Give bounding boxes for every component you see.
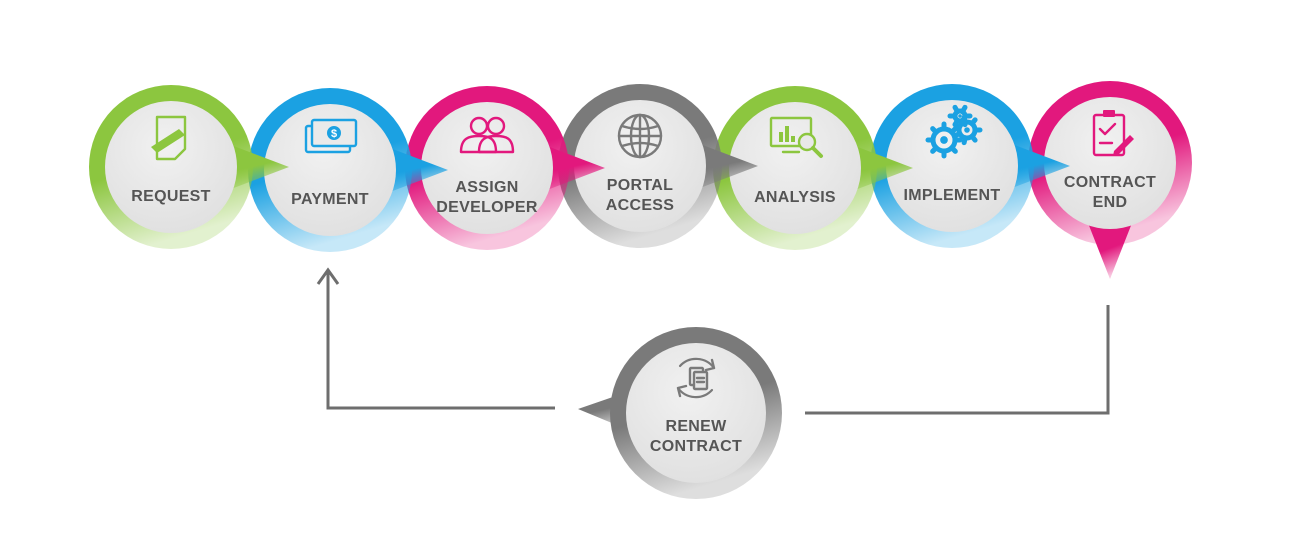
renewal-connector-lines bbox=[316, 267, 1110, 415]
step-label-line: ACCESS bbox=[606, 197, 675, 214]
step-renew: RENEW CONTRACT bbox=[578, 327, 782, 499]
step-request: REQUEST bbox=[89, 85, 289, 249]
step-label-line: PORTAL bbox=[607, 177, 673, 194]
pencil-document-icon bbox=[151, 115, 187, 161]
step-label-line: ANALYSIS bbox=[754, 189, 836, 206]
inner-disc bbox=[626, 343, 766, 483]
step-label-line: CONTRACT bbox=[650, 438, 742, 455]
step-end: CONTRACT END bbox=[1028, 81, 1192, 279]
arrowhead-up-icon bbox=[316, 267, 340, 285]
gears-icon bbox=[925, 104, 983, 159]
inner-disc bbox=[421, 102, 553, 234]
inner-disc bbox=[264, 104, 396, 236]
step-implement: IMPLEMENT bbox=[870, 84, 1070, 248]
step-analysis: ANALYSIS bbox=[713, 86, 913, 250]
inner-disc bbox=[105, 101, 237, 233]
banknote-icon: $ bbox=[304, 118, 358, 154]
inner-disc bbox=[1044, 97, 1176, 229]
step-label-line: PAYMENT bbox=[291, 191, 369, 208]
step-payment: $ PAYMENT bbox=[248, 88, 448, 252]
refresh-document-icon bbox=[676, 357, 716, 399]
inner-disc bbox=[729, 102, 861, 234]
step-label-line: REQUEST bbox=[131, 188, 210, 205]
step-label-line: IMPLEMENT bbox=[904, 187, 1001, 204]
svg-text:$: $ bbox=[331, 128, 337, 140]
globe-icon bbox=[617, 113, 663, 159]
inner-disc bbox=[574, 100, 706, 232]
step-portal: PORTAL ACCESS bbox=[558, 84, 758, 248]
step-label-line: DEVELOPER bbox=[436, 199, 538, 216]
team-users-icon bbox=[459, 116, 515, 154]
monitor-chart-magnifier-icon bbox=[769, 116, 823, 158]
step-label-line: RENEW bbox=[665, 418, 727, 435]
step-label-line: CONTRACT bbox=[1064, 174, 1156, 191]
inner-disc bbox=[886, 100, 1018, 232]
clipboard-check-icon bbox=[1092, 110, 1134, 157]
step-label-line: END bbox=[1093, 194, 1128, 211]
step-assign: ASSIGN DEVELOPER bbox=[405, 86, 605, 250]
step-label-line: ASSIGN bbox=[455, 179, 518, 196]
